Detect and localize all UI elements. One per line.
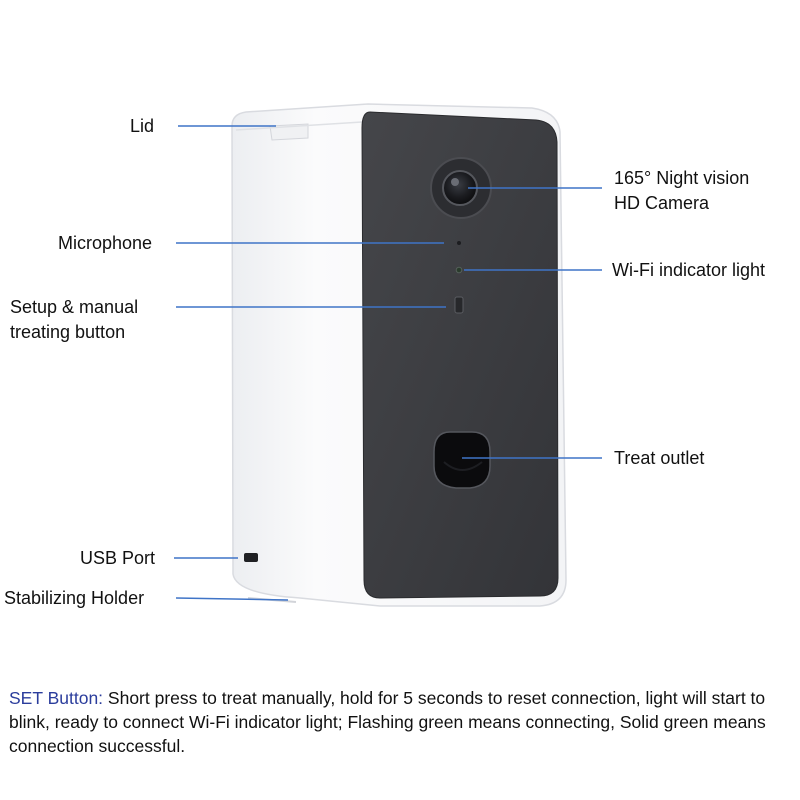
lid-seam: [269, 123, 309, 141]
label-stabilizing-holder: Stabilizing Holder: [4, 586, 144, 611]
label-camera-line1: 165° Night vision: [614, 168, 750, 188]
leader-lines: [174, 125, 602, 601]
label-microphone: Microphone: [58, 231, 152, 256]
label-setup-line1: Setup & manual: [10, 297, 139, 317]
label-lid: Lid: [130, 114, 154, 139]
label-usb-text: USB Port: [80, 548, 156, 568]
lid-edge: [235, 121, 363, 131]
label-camera: 165° Night vision HD Camera: [614, 166, 749, 216]
device-face: [361, 111, 559, 599]
description-key: SET Button:: [9, 688, 104, 708]
microphone-hole: [457, 241, 461, 245]
set-button-description: SET Button: Short press to treat manuall…: [9, 686, 794, 758]
label-holder-text: Stabilizing Holder: [4, 588, 145, 608]
label-wifi-text: Wi-Fi indicator light: [612, 260, 766, 280]
label-setup-line2: treating button: [10, 322, 126, 342]
label-setup-button: Setup & manual treating button: [10, 295, 138, 345]
label-usb-port: USB Port: [80, 546, 155, 571]
wifi-indicator-light: [455, 266, 463, 274]
label-wifi-light: Wi-Fi indicator light: [612, 258, 765, 283]
camera-lens-glint: [451, 178, 459, 186]
label-microphone-text: Microphone: [58, 233, 153, 253]
label-lid-text: Lid: [130, 116, 155, 136]
label-treat-text: Treat outlet: [614, 448, 705, 468]
leader-holder: [175, 597, 289, 601]
description-text: Short press to treat manually, hold for …: [9, 688, 766, 756]
usb-port: [244, 553, 258, 562]
setup-button: [454, 296, 464, 314]
treat-outlet: [433, 431, 491, 489]
label-camera-line2: HD Camera: [614, 193, 710, 213]
label-treat-outlet: Treat outlet: [614, 446, 704, 471]
treat-outlet-inner: [443, 461, 483, 471]
